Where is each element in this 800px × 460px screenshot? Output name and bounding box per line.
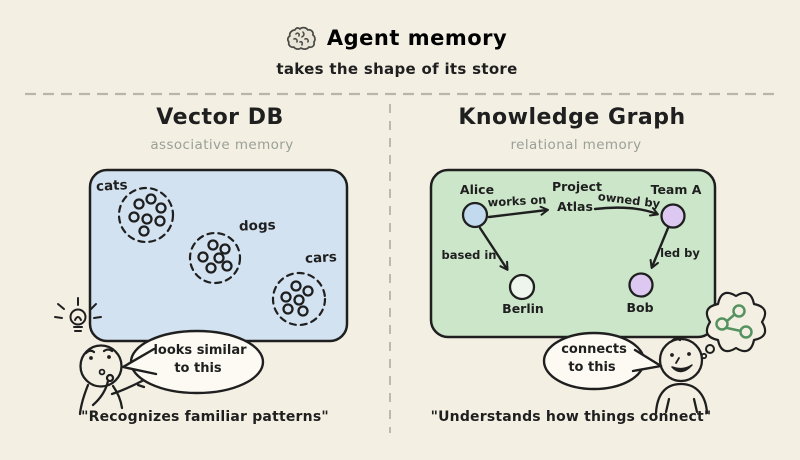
graph-edges <box>478 205 670 271</box>
brain-icon <box>286 26 316 50</box>
left-speech-line2: to this <box>174 361 222 376</box>
label-bob: Bob <box>626 300 654 315</box>
thought-bubble <box>700 291 767 360</box>
cluster-label-cars: cars <box>304 249 338 267</box>
vector-db-subtitle: associative memory <box>150 137 294 153</box>
node-bob <box>628 272 654 298</box>
thought-trail-dot <box>705 344 715 354</box>
right-person-figure <box>654 337 709 415</box>
vector-db-title: Vector DB <box>156 105 284 130</box>
left-speech-line1: looks similar <box>153 343 247 358</box>
left-caption: "Recognizes familiar patterns" <box>81 409 329 425</box>
left-speech-bubble <box>121 329 265 395</box>
edge-label-based-in: based in <box>441 248 497 262</box>
thought-trail-dot <box>700 352 708 360</box>
cluster-label-cats: cats <box>95 177 128 195</box>
edge-works-on <box>487 205 549 219</box>
node-berlin <box>508 273 536 301</box>
cluster-label-dogs: dogs <box>238 217 276 235</box>
speech-tail <box>121 347 158 376</box>
edge-owned-by <box>593 206 659 217</box>
page-title: Agent memory <box>326 26 508 50</box>
right-speech-line2: to this <box>568 360 616 375</box>
header: Agent memory <box>284 24 507 52</box>
label-alice: Alice <box>459 182 495 197</box>
edge-led-by <box>649 226 670 269</box>
node-team-a <box>660 203 686 229</box>
edge-based-in <box>478 226 509 271</box>
knowledge-graph-title: Knowledge Graph <box>458 105 686 130</box>
cats-cluster <box>117 186 175 244</box>
left-person-figure <box>54 297 150 416</box>
edge-label-works-on: works on <box>487 192 547 210</box>
label-project: Project <box>551 179 603 194</box>
node-alice <box>461 201 489 229</box>
edge-label-led-by: led by <box>660 246 700 260</box>
label-atlas: Atlas <box>557 199 593 214</box>
page-subtitle: takes the shape of its store <box>276 60 518 78</box>
right-speech-bubble <box>542 331 663 391</box>
mini-graph-icon <box>715 304 753 339</box>
lightbulb-icon <box>54 297 102 332</box>
speech-tail <box>631 348 663 373</box>
knowledge-graph-subtitle: relational memory <box>510 137 642 153</box>
dogs-cluster <box>188 231 242 285</box>
right-speech-line1: connects <box>561 342 627 357</box>
right-caption: "Understands how things connect" <box>430 409 712 425</box>
label-team-a: Team A <box>650 182 702 197</box>
cars-cluster <box>271 271 327 327</box>
label-berlin: Berlin <box>502 301 544 316</box>
graph-nodes <box>461 201 686 301</box>
